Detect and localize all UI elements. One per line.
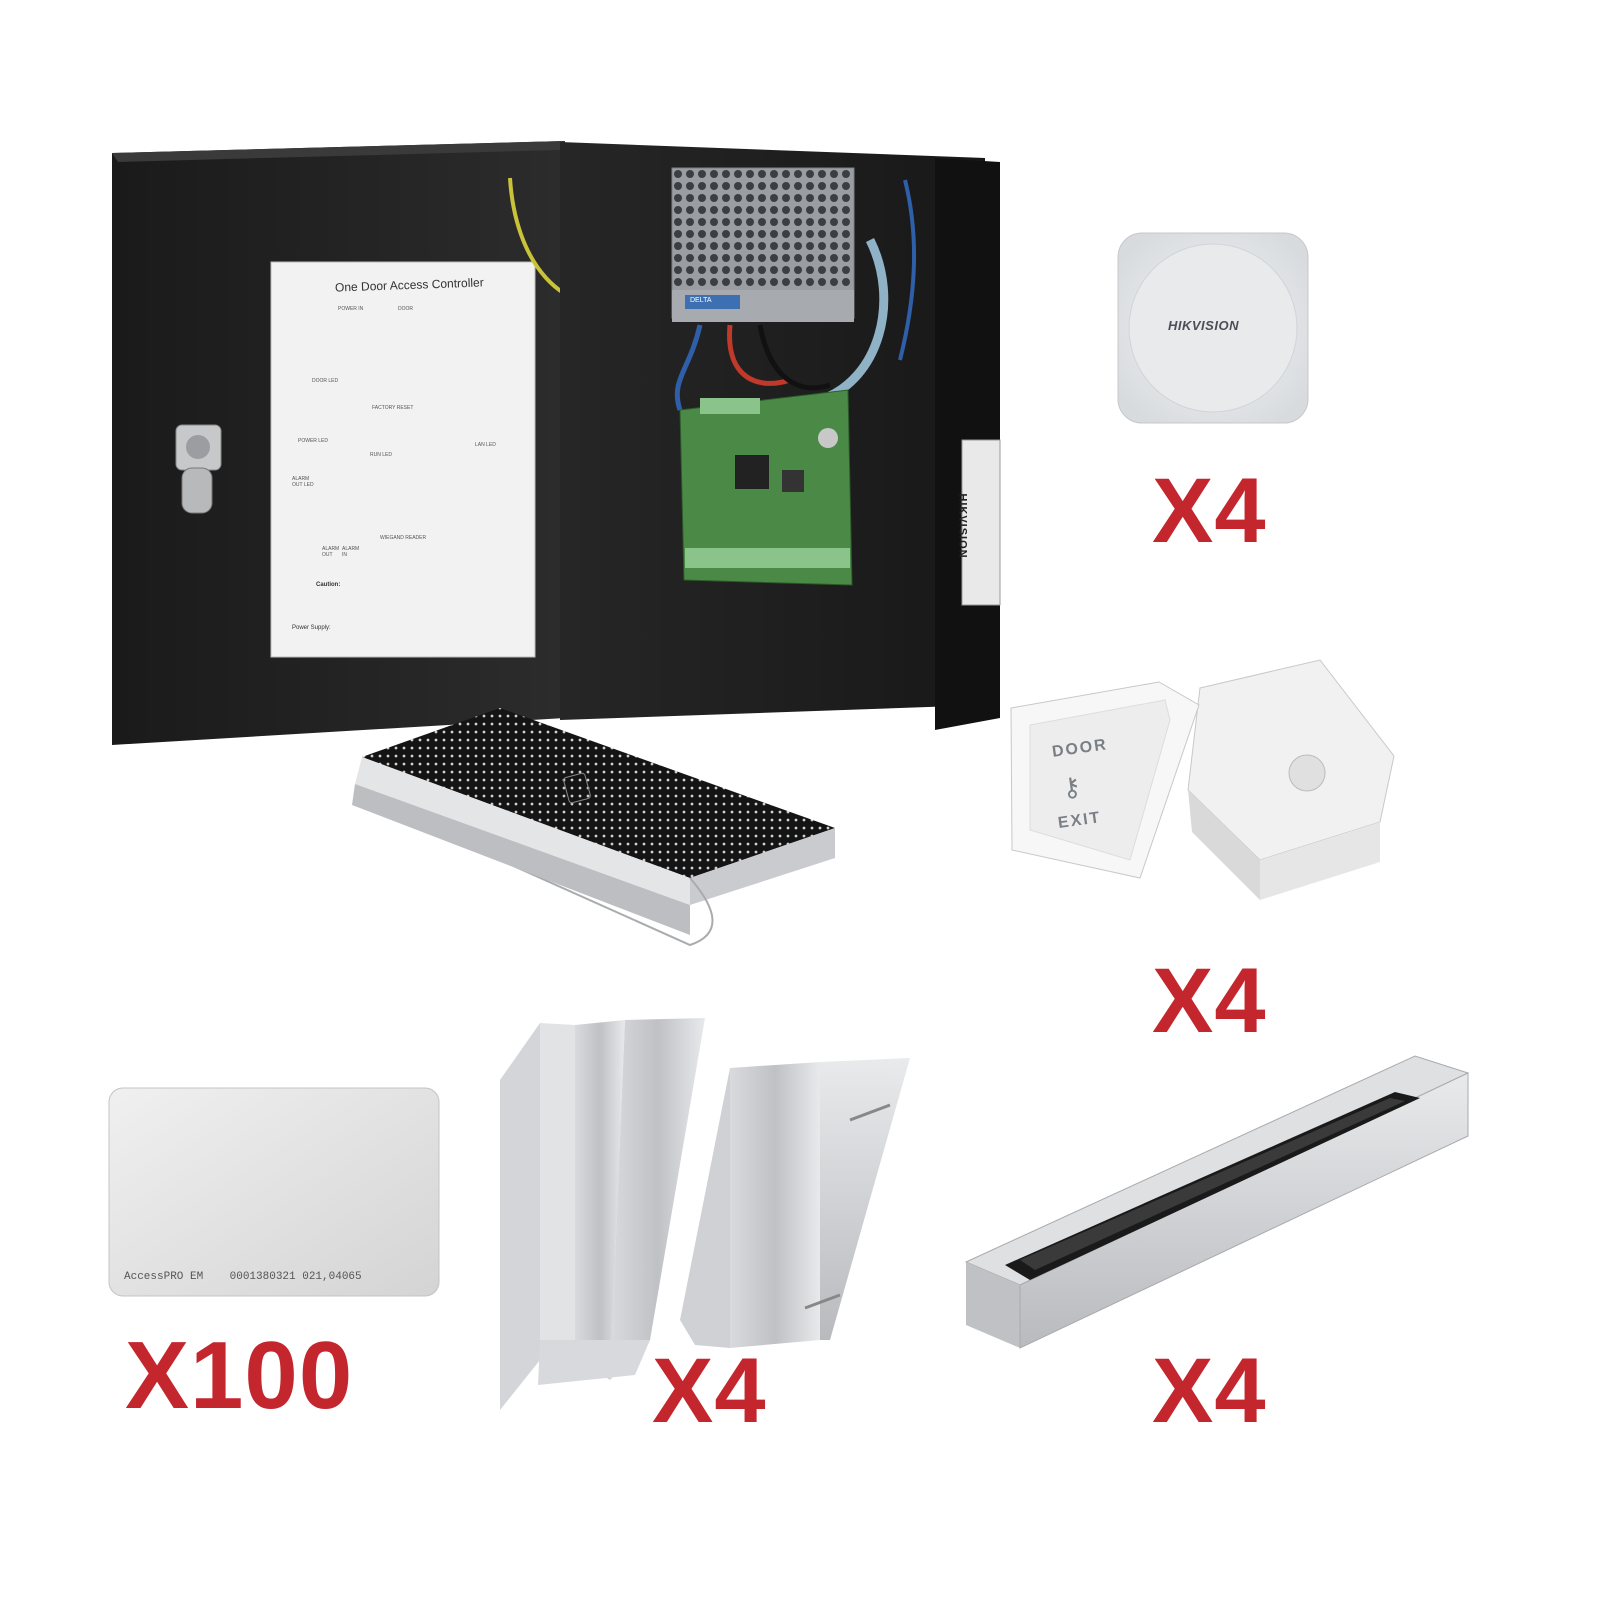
quantity-reader: X4	[1152, 460, 1267, 562]
exit-button-key-icon: ⚷	[1059, 770, 1083, 804]
enclosure-box	[560, 142, 1001, 730]
panel-label-alarm-in: ALARM IN	[342, 546, 360, 558]
reader-brand-logo: HIKVISION	[1168, 318, 1239, 333]
panel-label-alarm-out-led: ALARM OUT LED	[292, 476, 314, 488]
enclosure-door	[112, 141, 631, 745]
exit-button	[1010, 659, 1395, 900]
card-printed-number: AccessPRO EM 0001380321 021,04065	[124, 1271, 362, 1283]
psu-brand: DELTA	[690, 297, 712, 304]
panel-label-run-led: RUN LED	[370, 452, 392, 458]
enclosure-side-brand: HIKVISION	[956, 493, 969, 559]
panel-label-alarm-out: ALARM OUT	[322, 546, 340, 558]
panel-label-caution: Caution:	[316, 582, 341, 588]
proximity-card	[108, 1087, 440, 1297]
quantity-exit-button: X4	[1152, 950, 1267, 1052]
panel-label-door: DOOR	[398, 306, 413, 312]
magnetic-lock	[964, 1055, 1470, 1349]
panel-label-factory-reset: FACTORY RESET	[372, 405, 414, 411]
panel-label-wiegand-reader: WIEGAND READER	[380, 535, 427, 541]
zl-bracket-left	[500, 1018, 705, 1410]
desktop-card-reader	[352, 708, 835, 947]
proximity-reader	[1117, 232, 1309, 424]
panel-label-lan-led: LAN LED	[475, 442, 496, 448]
lock-icon	[175, 424, 222, 514]
quantity-cards: X100	[125, 1322, 354, 1429]
quantity-brackets: X4	[652, 1340, 767, 1442]
panel-label-power-supply: Power Supply:	[292, 625, 331, 631]
panel-label-door-led: DOOR LED	[312, 378, 339, 384]
panel-label-power-led: POWER LED	[298, 438, 329, 444]
panel-label-power-in: POWER IN	[338, 306, 364, 312]
zl-bracket-right	[680, 1058, 910, 1348]
quantity-maglock: X4	[1152, 1340, 1267, 1442]
